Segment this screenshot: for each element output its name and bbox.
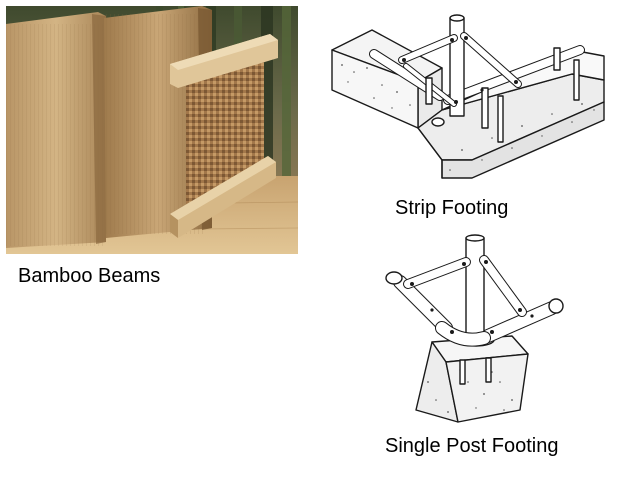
single-post-footing-drawing xyxy=(372,232,572,428)
bamboo-beams-photo xyxy=(6,6,298,254)
single-post-footing-illustration xyxy=(385,234,564,423)
bamboo-beams-caption: Bamboo Beams xyxy=(18,265,161,287)
single-post-footing-caption: Single Post Footing xyxy=(385,435,559,457)
strip-footing-illustration xyxy=(331,14,605,179)
bamboo-beams-illustration xyxy=(6,6,298,254)
strip-footing-caption: Strip Footing xyxy=(395,197,509,219)
strip-footing-drawing xyxy=(322,10,622,190)
